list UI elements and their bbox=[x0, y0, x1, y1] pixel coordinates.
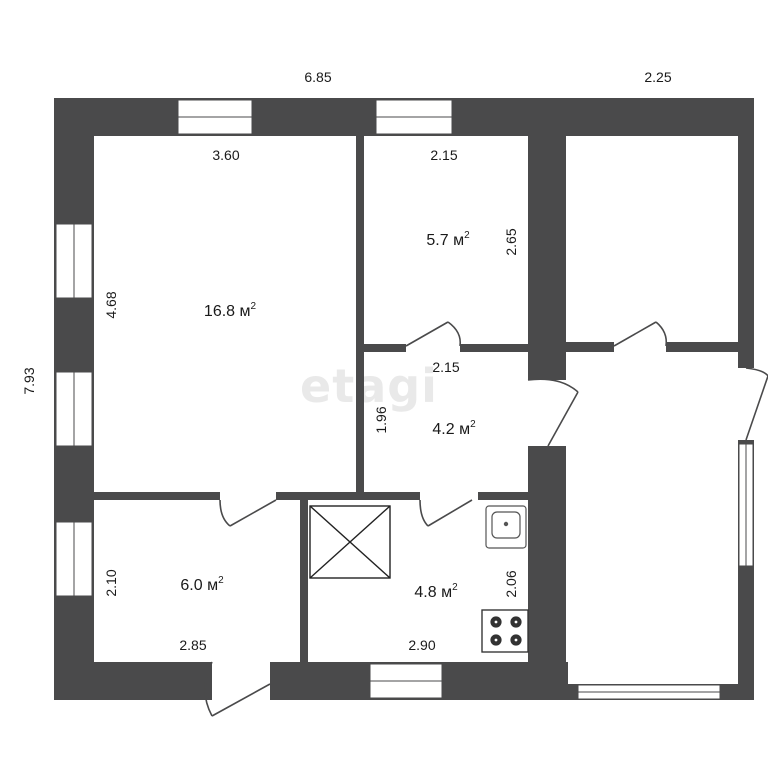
area-unit: м bbox=[459, 421, 470, 438]
area-value: 6.0 bbox=[180, 577, 202, 594]
area-exp: 2 bbox=[218, 575, 224, 586]
door-icon bbox=[745, 367, 768, 441]
room-length-label: 2.10 bbox=[103, 569, 119, 596]
area-value: 5.7 bbox=[426, 232, 448, 249]
room-area-label: 6.0 м2 bbox=[180, 575, 224, 594]
area-unit: м bbox=[207, 577, 218, 594]
room-width-label: 2.15 bbox=[432, 359, 459, 375]
area-value: 4.8 bbox=[414, 584, 436, 601]
area-value: 4.2 bbox=[432, 421, 454, 438]
room-area-label: 16.8 м2 bbox=[204, 301, 257, 320]
overall-width-label: 6.85 bbox=[304, 69, 331, 85]
overall-height-label: 7.93 bbox=[21, 367, 37, 394]
watermark: etagi bbox=[300, 359, 438, 413]
windows bbox=[55, 99, 754, 700]
door-icon bbox=[613, 321, 668, 347]
stairs-hatch-icon bbox=[309, 505, 391, 579]
area-unit: м bbox=[240, 303, 251, 320]
room-length-label: 4.68 bbox=[103, 291, 119, 318]
area-exp: 2 bbox=[251, 301, 257, 312]
room-area-label: 4.8 м2 bbox=[414, 582, 458, 601]
room-width-label: 2.85 bbox=[179, 637, 206, 653]
room-width-label: 2.90 bbox=[408, 637, 435, 653]
room-width-label: 3.60 bbox=[212, 147, 239, 163]
area-exp: 2 bbox=[464, 230, 470, 241]
room-width-label: 2.15 bbox=[430, 147, 457, 163]
door-icon bbox=[419, 499, 473, 527]
room-area-label: 4.2 м2 bbox=[432, 419, 476, 438]
room-length-label: 2.65 bbox=[503, 228, 519, 255]
room-length-label: 2.06 bbox=[503, 570, 519, 597]
area-exp: 2 bbox=[452, 582, 458, 593]
stove-icon bbox=[481, 609, 529, 653]
area-exp: 2 bbox=[470, 419, 476, 430]
doors bbox=[204, 321, 768, 717]
room-length-label: 1.96 bbox=[373, 406, 389, 433]
door-icon bbox=[204, 661, 271, 717]
annex-width-label: 2.25 bbox=[644, 69, 671, 85]
sink-icon bbox=[485, 505, 527, 549]
door-icon bbox=[219, 499, 277, 527]
door-icon bbox=[405, 321, 462, 347]
door-icon bbox=[527, 378, 579, 447]
area-value: 16.8 bbox=[204, 303, 235, 320]
area-unit: м bbox=[453, 232, 464, 249]
area-unit: м bbox=[441, 584, 452, 601]
room-area-label: 5.7 м2 bbox=[426, 230, 470, 249]
